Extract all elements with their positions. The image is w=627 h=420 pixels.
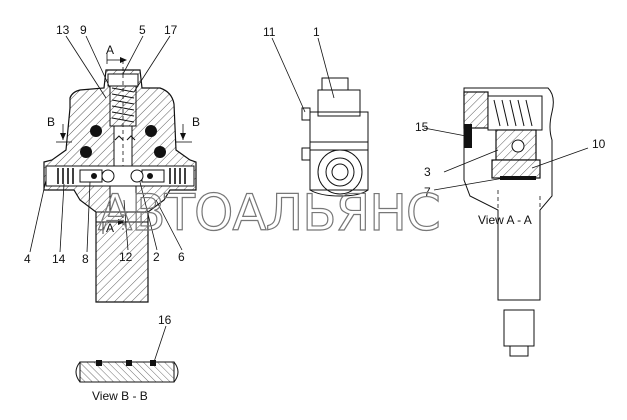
view-a-a — [463, 87, 554, 357]
callout-4: 4 — [24, 252, 31, 266]
callout-3: 3 — [424, 165, 431, 179]
section-mark-a-bottom: A — [106, 221, 114, 235]
callout-10: 10 — [592, 137, 606, 151]
callout-7: 7 — [424, 185, 431, 199]
callout-9: 9 — [80, 23, 87, 37]
watermark: АВТОАЛЬЯНС — [98, 184, 440, 242]
section-mark-b-left: B — [47, 115, 55, 129]
callout-17: 17 — [164, 23, 178, 37]
callout-5: 5 — [139, 23, 146, 37]
callout-2: 2 — [153, 250, 160, 264]
view-b-b-label: View B - B — [92, 389, 148, 403]
callout-13: 13 — [56, 23, 70, 37]
callout-12: 12 — [119, 250, 133, 264]
view-b-b — [75, 360, 179, 383]
section-mark-b-right: B — [192, 115, 200, 129]
view-a-a-label: View A - A — [478, 213, 532, 227]
callout-15: 15 — [415, 120, 429, 134]
callout-11: 11 — [263, 25, 276, 39]
spring-14 — [57, 168, 74, 184]
callout-16: 16 — [158, 313, 172, 327]
section-mark-a-top: A — [106, 43, 114, 57]
callout-14: 14 — [52, 252, 66, 266]
main-cross-section — [43, 54, 197, 303]
spring-right — [169, 168, 186, 184]
side-view — [301, 77, 369, 197]
spring-a-a — [493, 99, 533, 127]
callout-6: 6 — [178, 250, 185, 264]
callout-1: 1 — [313, 25, 320, 39]
callout-8: 8 — [82, 252, 89, 266]
main-callout-leaders — [29, 35, 183, 253]
